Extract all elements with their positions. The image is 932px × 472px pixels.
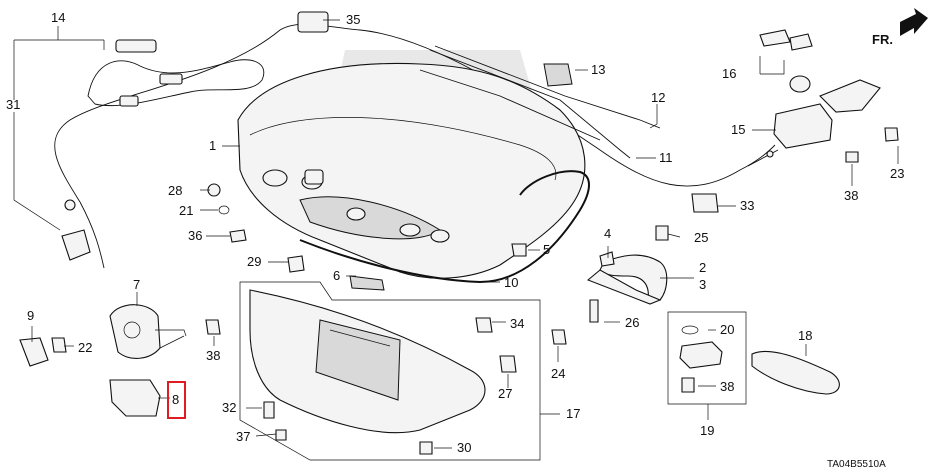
nut-24: [551, 329, 567, 345]
callout-24: 24: [551, 366, 565, 381]
trunk-opener-cable: [54, 23, 776, 269]
callout-21: 21: [179, 203, 193, 218]
callout-2: 2: [699, 260, 706, 275]
license-light-box: [667, 311, 747, 405]
bolt-36: [229, 229, 247, 243]
callout-36: 36: [188, 228, 202, 243]
callout-25: 25: [694, 230, 708, 245]
callout-34: 34: [510, 316, 524, 331]
callout-35: 35: [346, 12, 360, 27]
bolt-38-lower: [681, 377, 695, 393]
callout-23: 23: [890, 166, 904, 181]
callout-1: 1: [209, 138, 216, 153]
washer-21: [218, 205, 230, 215]
callout-15: 15: [731, 122, 745, 137]
callout-13: 13: [591, 62, 605, 77]
callout-17: 17: [566, 406, 580, 421]
callout-38-left: 38: [206, 348, 220, 363]
trunk-garnish-17: [249, 289, 486, 434]
callout-22: 22: [78, 340, 92, 355]
washer-20: [681, 325, 699, 335]
clip-30: [419, 441, 433, 455]
clip-27: [499, 355, 517, 373]
trunk-light-clip: [511, 243, 527, 257]
callout-33: 33: [740, 198, 754, 213]
callout-6: 6: [333, 268, 340, 283]
callout-14: 14: [51, 10, 65, 25]
callout-29: 29: [247, 254, 261, 269]
front-direction-arrow: [900, 8, 928, 36]
direction-label: FR.: [872, 32, 893, 47]
callout-19: 19: [700, 423, 714, 438]
bolt-22: [51, 337, 67, 353]
latch-actuator-7: [109, 304, 161, 359]
callout-7: 7: [133, 277, 140, 292]
bumper-stop: [599, 251, 615, 267]
bracket-9: [19, 337, 49, 367]
callout-8: 8: [172, 392, 179, 407]
callout-11: 11: [659, 150, 673, 165]
torsion-bars: [419, 45, 661, 159]
clip-34: [475, 317, 493, 333]
callout-4: 4: [604, 226, 611, 241]
bolts-right: [691, 127, 899, 213]
trunk-lid-panel: [237, 62, 586, 279]
callout-labels: 14 31 35 1 13 12 11 16 15 23 38 33 25 4 …: [6, 10, 904, 470]
callout-28: 28: [168, 183, 182, 198]
callout-8-highlight: [167, 381, 186, 419]
screw-37: [275, 429, 287, 441]
callout-26: 26: [625, 315, 639, 330]
hinge-arm: [586, 269, 662, 305]
latch-cover-8: [109, 379, 161, 417]
callout-32: 32: [222, 400, 236, 415]
bolt-32: [263, 401, 275, 419]
callout-10: 10: [504, 275, 518, 290]
cable-clip: [543, 63, 573, 87]
cap-part: [297, 11, 329, 33]
callout-38-lower: 38: [720, 379, 734, 394]
callout-9: 9: [27, 308, 34, 323]
callout-31: 31: [6, 97, 20, 112]
license-light-lens: [751, 350, 840, 395]
bumper-6: [349, 275, 385, 291]
license-light-housing: [679, 341, 723, 369]
callout-18: 18: [798, 328, 812, 343]
bolt-38-left: [205, 319, 221, 335]
callout-20: 20: [720, 322, 734, 337]
callout-38-top: 38: [844, 188, 858, 203]
grommet: [655, 225, 669, 241]
callout-30: 30: [457, 440, 471, 455]
garnish-box-outline: [239, 281, 541, 461]
callout-3: 3: [699, 277, 706, 292]
diagram-code: TA04B5510A: [827, 459, 886, 470]
hinge-bolt: [589, 299, 599, 323]
callout-16: 16: [722, 66, 736, 81]
callout-37: 37: [236, 429, 250, 444]
callout-5: 5: [543, 242, 550, 257]
grommet-29: [287, 255, 305, 273]
trunk-latch-assembly: [747, 29, 881, 167]
trunk-weatherstrip: [299, 170, 590, 284]
callout-12: 12: [651, 90, 665, 105]
callout-27: 27: [498, 386, 512, 401]
